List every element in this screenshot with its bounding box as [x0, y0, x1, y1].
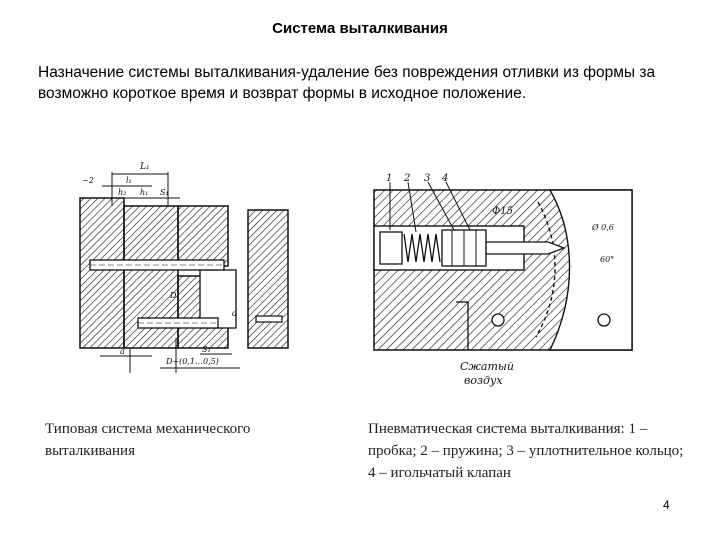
ejector-pin-right	[255, 315, 283, 323]
slide-title: Система выталкивания	[272, 20, 448, 37]
plug	[379, 231, 403, 265]
hole-left	[491, 313, 505, 327]
intro-text: Назначение системы выталкивания-удаление…	[38, 64, 656, 102]
right-figure-caption: Пневматическая система выталкивания: 1 –…	[368, 421, 684, 481]
label-l1: L₁	[139, 162, 150, 172]
hole-right	[597, 313, 611, 327]
pneumatic-ejection-drawing: 1 2 3 4 Ф15 Ø 0,6 60° Сжатый воздух	[373, 173, 633, 387]
label-3: 3	[424, 173, 430, 184]
mold-block-right	[247, 209, 289, 349]
label-s1: S₁	[160, 188, 169, 197]
label-phi15: Ф15	[492, 206, 513, 217]
needle-valve	[485, 241, 566, 255]
label-air-1: Сжатый	[460, 360, 514, 373]
page-number: 4	[663, 498, 670, 512]
air-channel	[456, 301, 469, 350]
label-air-2: воздух	[464, 374, 503, 387]
label-l: l₁	[126, 176, 132, 185]
label-d1: d	[232, 309, 237, 318]
spring	[403, 233, 441, 263]
label-angle: 60°	[600, 255, 614, 264]
label-minus2: ~2	[82, 176, 94, 185]
label-h2: h₂	[118, 188, 126, 197]
left-figure-caption: Типовая система механического выталкиван…	[45, 421, 251, 459]
label-2: 2	[403, 173, 410, 184]
label-a: a	[120, 347, 125, 356]
label-d06: Ø 0,6	[591, 223, 614, 232]
mold-plate-upper	[177, 205, 229, 267]
label-s1b: S₁	[202, 345, 211, 354]
casting-cavity	[548, 189, 633, 351]
mechanical-ejection-drawing: L₁ ~2 l₁ h₂ h₁ S₁ D d a S₁ D+(0,1…0,5)	[79, 162, 289, 373]
label-h1: h₁	[140, 188, 148, 197]
mold-plate-left	[79, 197, 125, 349]
label-1: 1	[386, 173, 392, 184]
casting-cavity-inner	[535, 201, 556, 338]
label-formula: D+(0,1…0,5)	[165, 357, 219, 366]
label-4: 4	[441, 173, 448, 184]
label-d: D	[169, 291, 177, 300]
